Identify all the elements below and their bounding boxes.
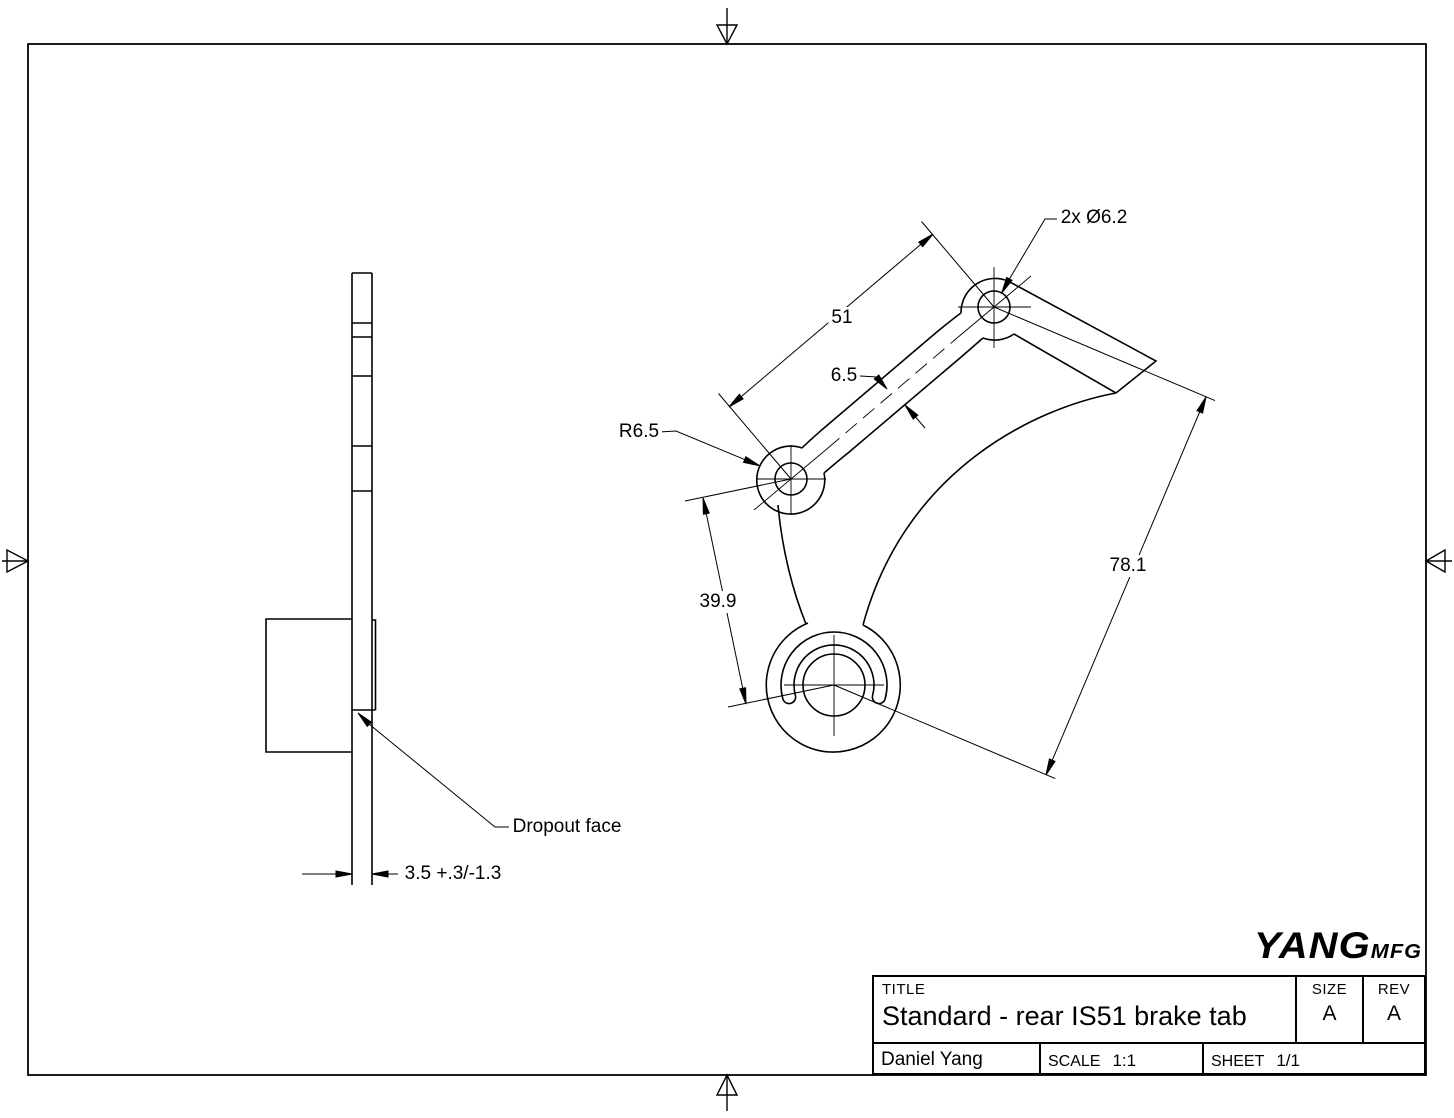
dim-label-hole-callout: 2x Ø6.2 [1057, 207, 1131, 229]
sheet-value: 1/1 [1276, 1051, 1300, 1070]
company-logo: YANGMFG [1161, 925, 1422, 967]
dim-label-boss-radius: R6.5 [615, 421, 663, 443]
dim-51 [718, 221, 995, 480]
logo-suffix: MFG [1370, 941, 1422, 963]
scale-value: 1:1 [1112, 1051, 1137, 1070]
title-block-row-2: Daniel Yang SCALE 1:1 SHEET 1/1 [874, 1042, 1424, 1073]
title-cell: TITLE Standard - rear IS51 brake tab [874, 977, 1295, 1042]
rev-value: A [1386, 1002, 1401, 1025]
sheet-border [27, 43, 1427, 1076]
scale-cell: SCALE 1:1 [1039, 1044, 1202, 1073]
dim-78-1 [833, 306, 1216, 780]
trim-mark-top [715, 8, 739, 46]
size-value: A [1322, 1002, 1337, 1025]
size-cell: SIZE A [1295, 977, 1362, 1042]
sheet-label: SHEET [1211, 1053, 1265, 1070]
leader-dropout-face [357, 712, 509, 828]
sheet-cell: SHEET 1/1 [1202, 1044, 1424, 1073]
dimension-lines [302, 218, 1216, 878]
dim-label-diagonal-spacing: 78.1 [1106, 555, 1150, 577]
dim-6-5 [859, 374, 926, 429]
title-label: TITLE [882, 981, 926, 998]
drawing-title: Standard - rear IS51 brake tab [882, 1001, 1247, 1031]
dim-label-lower-spacing: 39.9 [696, 591, 740, 613]
front-view-outline [756, 277, 1158, 753]
side-view [265, 272, 377, 885]
trim-mark-right [1424, 548, 1452, 574]
rev-cell: REV A [1362, 977, 1424, 1042]
rev-label: REV [1377, 981, 1411, 998]
dim-label-plate-thickness: 3.5 +.3/-1.3 [401, 863, 505, 885]
logo-name: YANG [1253, 925, 1371, 966]
note-dropout-face: Dropout face [509, 816, 625, 838]
title-block: TITLE Standard - rear IS51 brake tab SIZ… [872, 975, 1426, 1075]
centerlines [753, 267, 1032, 736]
trim-mark-left [2, 548, 30, 574]
dim-hole-callout [1001, 218, 1057, 294]
trim-marks [2, 8, 1452, 1111]
trim-mark-bottom [715, 1073, 739, 1111]
size-label: SIZE [1311, 981, 1348, 998]
scale-label: SCALE [1048, 1053, 1101, 1070]
dim-label-neck-width: 6.5 [827, 365, 861, 387]
dim-thickness [302, 870, 398, 878]
dim-r6-5 [658, 430, 760, 467]
author-cell: Daniel Yang [881, 1049, 983, 1070]
dim-label-hole-spacing: 51 [828, 307, 856, 329]
title-block-row-1: TITLE Standard - rear IS51 brake tab SIZ… [874, 977, 1424, 1042]
